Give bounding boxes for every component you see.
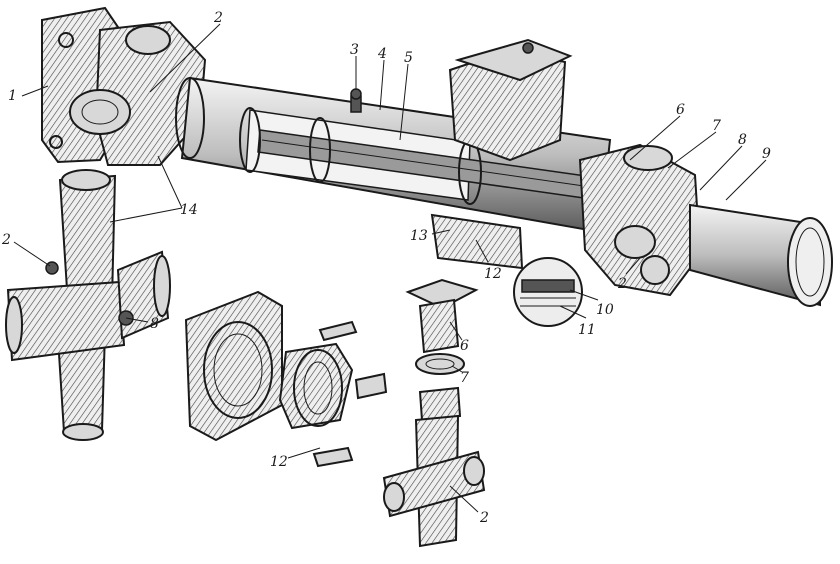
yoke-parts	[382, 278, 486, 548]
seal-ring	[415, 353, 465, 375]
callout-6-top: 6	[676, 102, 685, 118]
rear-top-cap	[623, 145, 673, 171]
cover-plate	[405, 278, 479, 310]
callout-5: 5	[404, 50, 413, 66]
callout-9: 9	[762, 146, 771, 162]
callout-8-left: 8	[150, 316, 159, 332]
cross-spider	[5, 169, 171, 441]
clip-right	[354, 372, 388, 400]
callout-labels: 1 2 3 4 5 6 7 8 9 2 10 11 12 13 14 2 8 6…	[1, 10, 771, 526]
callout-14: 14	[180, 202, 198, 218]
callout-2-right: 2	[617, 276, 627, 292]
callout-3: 3	[350, 42, 359, 58]
callout-12-bottom: 12	[270, 454, 288, 470]
cap-sleeve	[418, 386, 462, 422]
front-bearing-cap	[69, 89, 131, 135]
top-bearing-cap	[125, 25, 171, 55]
callout-10: 10	[596, 302, 614, 318]
support-top-plate	[454, 38, 573, 82]
rear-bearing-cap	[614, 225, 656, 259]
main-shaft-assembly	[41, 6, 833, 327]
callout-2-left: 2	[1, 232, 11, 248]
callout-12-mid: 12	[484, 266, 502, 282]
callout-7-bottom: 7	[460, 370, 469, 386]
callout-6-bottom: 6	[460, 338, 469, 354]
callout-1: 1	[8, 88, 17, 104]
callout-7-top: 7	[712, 118, 721, 134]
callout-13: 13	[410, 228, 428, 244]
clip-top	[318, 320, 358, 342]
callout-2-top: 2	[213, 10, 223, 26]
callout-4: 4	[377, 46, 387, 62]
leader-lines	[13, 23, 767, 513]
flange-bolt-hole	[58, 32, 74, 48]
callout-8-top: 8	[738, 132, 747, 148]
flange-bolt-hole	[49, 135, 63, 149]
clip-bottom	[312, 446, 354, 468]
bearing-cup	[418, 298, 460, 354]
rear-tube-mouth	[787, 217, 833, 307]
callout-11: 11	[578, 322, 596, 338]
callout-2-bottom: 2	[479, 510, 489, 526]
support-bearing-assembly	[184, 290, 388, 468]
rear-tube	[689, 203, 821, 307]
